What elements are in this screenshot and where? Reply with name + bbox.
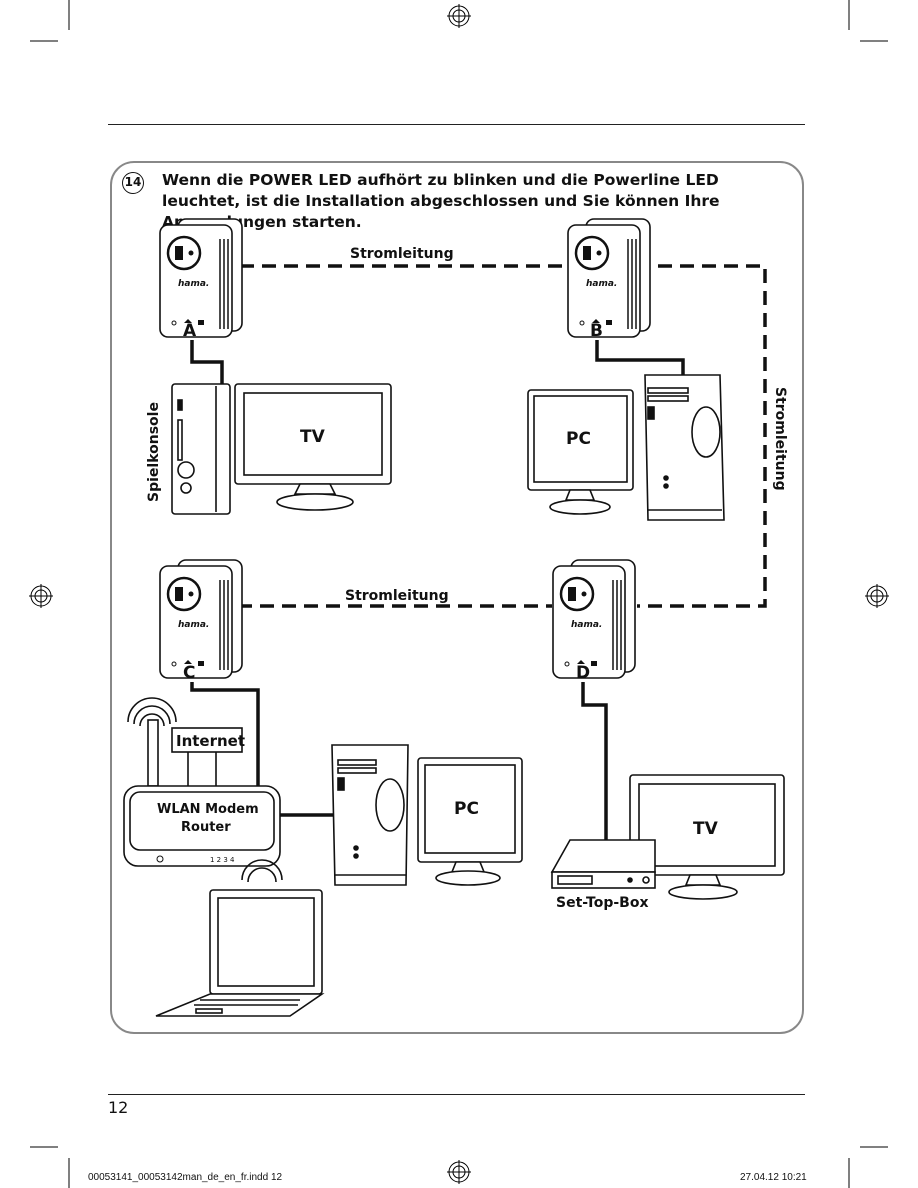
adapter-c: [158, 558, 244, 680]
pc-bottom-monitor: [417, 757, 523, 886]
powerline-label-right: Stromleitung: [772, 387, 788, 491]
adapter-b-letter: B: [590, 321, 603, 341]
settopbox-label: Set-Top-Box: [556, 895, 648, 911]
wlan-router: [123, 697, 281, 867]
footer-rule: [108, 1094, 805, 1095]
console-label: Spielkonsole: [146, 402, 162, 502]
pc-top-monitor: [527, 389, 634, 515]
registration-mark-right: [865, 584, 889, 608]
tv-bottom: [629, 774, 785, 900]
internet-box: [171, 727, 243, 753]
footer-filename: 00053141_00053142man_de_en_fr.indd 12: [88, 1172, 283, 1183]
router-label-line1: WLAN Modem: [157, 802, 259, 817]
router-power-icon: [156, 855, 164, 863]
adapter-b-brand: hama.: [586, 279, 617, 289]
adapter-d-letter: D: [576, 663, 590, 683]
set-top-box: [550, 839, 656, 889]
adapter-a-letter: A: [183, 321, 197, 341]
pc-bottom-label: PC: [454, 799, 479, 819]
pc-top-tower: [644, 374, 725, 521]
footer-timestamp: 27.04.12 10:21: [740, 1172, 807, 1183]
laptop: [155, 859, 325, 1017]
tv-top-label: TV: [300, 427, 326, 447]
header-rule: [108, 124, 805, 125]
adapter-d: [551, 558, 637, 680]
game-console: [171, 383, 231, 515]
powerline-top-right: [240, 264, 767, 608]
powerline-label-top: Stromleitung: [350, 246, 454, 262]
router-label-line2: Router: [181, 820, 231, 835]
tv-top: [234, 383, 392, 511]
registration-mark-bottom: [447, 1160, 471, 1184]
registration-mark-top: [447, 4, 471, 28]
internet-label: Internet: [176, 732, 245, 750]
pc-top-label: PC: [566, 429, 591, 449]
instruction-text: Wenn die POWER LED aufhört zu blinken un…: [162, 171, 720, 231]
step-number-badge: 14: [122, 172, 144, 194]
adapter-c-letter: C: [183, 663, 195, 683]
adapter-d-brand: hama.: [571, 620, 602, 630]
router-ports-label: 1 2 3 4: [210, 856, 235, 864]
adapter-a: [158, 217, 244, 339]
diagram-frame: [110, 161, 804, 1034]
powerline-cables: [238, 264, 767, 608]
adapter-a-brand: hama.: [178, 279, 209, 289]
powerline-label-middle: Stromleitung: [345, 588, 449, 604]
tv-bottom-label: TV: [693, 819, 719, 839]
page-number: 12: [108, 1098, 129, 1117]
ethernet-cables: [190, 340, 685, 840]
adapter-c-brand: hama.: [178, 620, 209, 630]
pc-bottom-tower: [331, 744, 409, 886]
adapter-b: [566, 217, 652, 339]
registration-mark-left: [29, 584, 53, 608]
